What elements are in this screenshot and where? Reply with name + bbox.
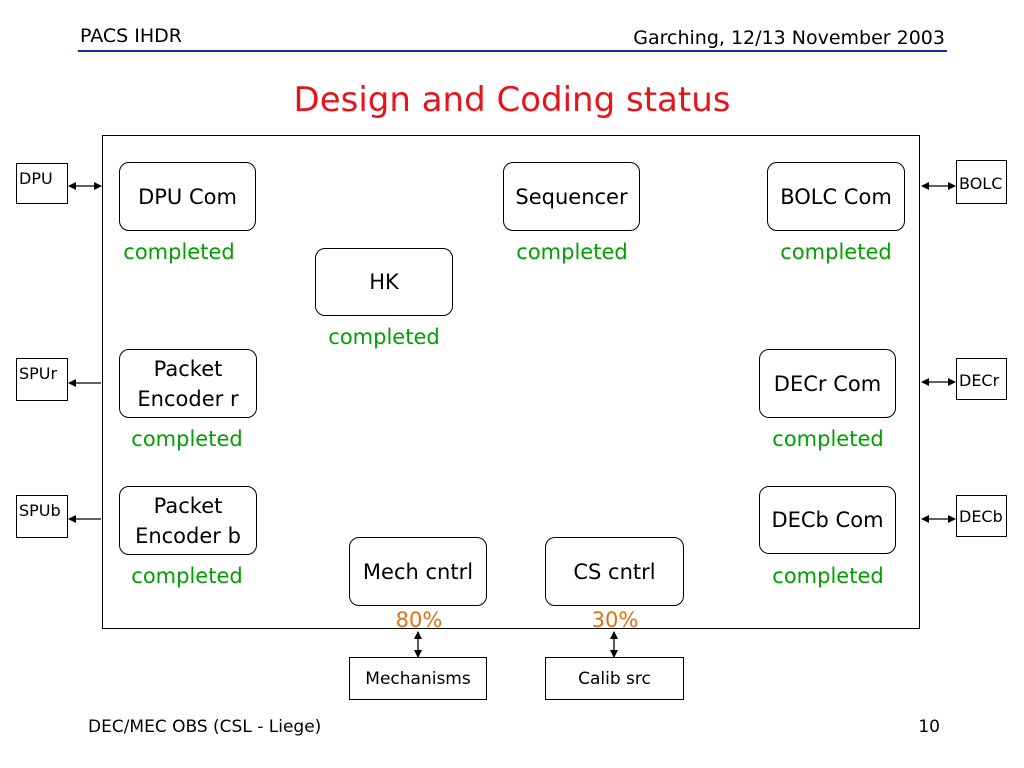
page-number: 10 — [918, 717, 940, 737]
external-bolc: BOLC — [956, 160, 1007, 204]
module-dpu-com-label: DPU Com — [138, 184, 237, 209]
status-packet-encoder-r: completed — [131, 427, 243, 451]
status-hk: completed — [328, 325, 440, 349]
module-decb-com: DECb Com — [759, 486, 896, 554]
status-mech-cntrl: 80% — [395, 608, 443, 632]
module-packet-encoder-r-label-line2: Encoder r — [137, 386, 239, 411]
external-decr: DECr — [956, 358, 1007, 400]
external-decb: DECb — [956, 495, 1007, 537]
module-bolc-com: BOLC Com — [767, 162, 905, 231]
external-spub: SPUb — [16, 495, 68, 538]
module-packet-encoder-b-label-line2: Encoder b — [135, 523, 241, 548]
status-dpu-com: completed — [123, 240, 235, 264]
module-sequencer-label: Sequencer — [515, 184, 628, 209]
module-packet-encoder-b: Packet Encoder b — [119, 486, 257, 555]
module-packet-encoder-b-label-line1: Packet — [153, 493, 223, 518]
slide-title: Design and Coding status — [293, 80, 731, 120]
header-rule — [78, 50, 947, 52]
header-left: PACS IHDR — [80, 25, 182, 47]
module-bolc-com-label: BOLC Com — [780, 184, 892, 209]
module-mech-cntrl: Mech cntrl — [349, 537, 487, 606]
module-decb-com-label: DECb Com — [771, 508, 884, 532]
module-sequencer: Sequencer — [503, 162, 640, 231]
module-decr-com-label: DECr Com — [773, 371, 882, 396]
status-sequencer: completed — [516, 240, 628, 264]
external-mechanisms: Mechanisms — [349, 657, 487, 700]
module-mech-cntrl-label: Mech cntrl — [362, 559, 474, 584]
header-right: Garching, 12/13 November 2003 — [633, 27, 945, 49]
module-dpu-com: DPU Com — [119, 162, 256, 231]
module-packet-encoder-r: Packet Encoder r — [119, 349, 257, 418]
status-decr-com: completed — [772, 427, 884, 451]
status-packet-encoder-b: completed — [131, 564, 243, 588]
system-boundary — [102, 135, 920, 629]
external-dpu: DPU — [16, 163, 68, 204]
module-decr-com: DECr Com — [759, 349, 896, 418]
footer-left: DEC/MEC OBS (CSL - Liege) — [88, 717, 322, 737]
module-hk: HK — [315, 248, 453, 316]
module-cs-cntrl-label: CS cntrl — [573, 559, 656, 584]
status-cs-cntrl: 30% — [591, 608, 639, 632]
module-packet-encoder-r-label-line1: Packet — [153, 356, 223, 381]
external-spur: SPUr — [16, 358, 68, 401]
module-hk-label: HK — [369, 270, 399, 294]
module-cs-cntrl: CS cntrl — [545, 537, 684, 606]
external-calib-src: Calib src — [545, 657, 684, 700]
status-bolc-com: completed — [780, 240, 892, 264]
status-decb-com: completed — [772, 564, 884, 588]
